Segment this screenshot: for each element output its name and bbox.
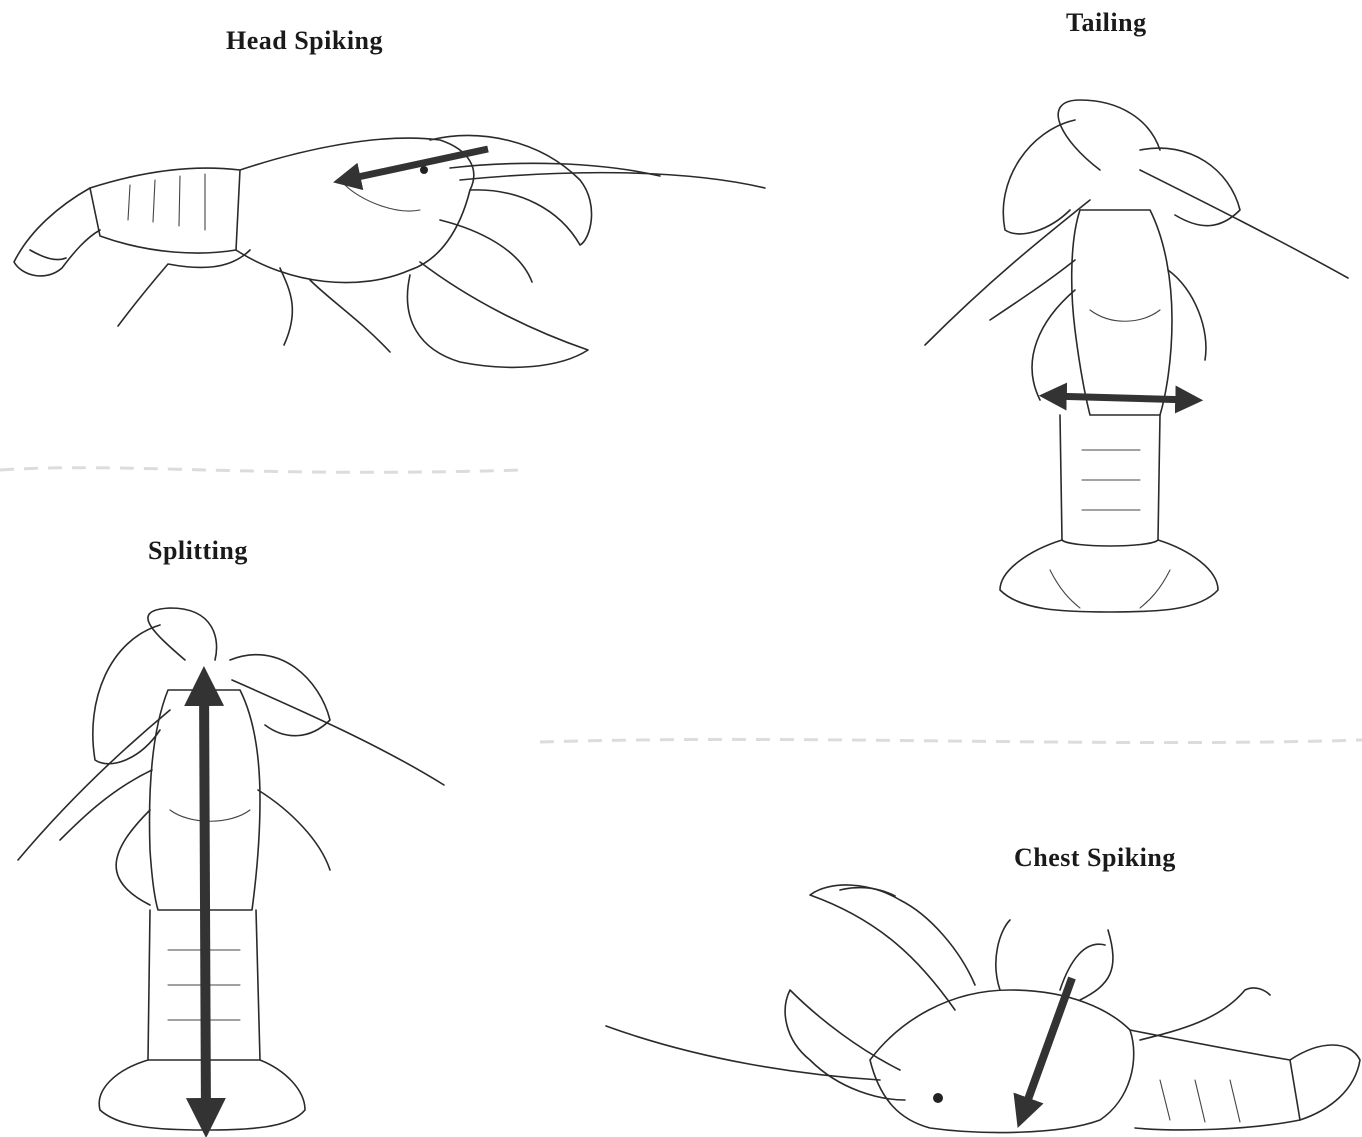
head-spiking-arrow (344, 149, 488, 180)
eye-icon (933, 1093, 943, 1103)
tailing-arrow (1050, 396, 1192, 400)
splitting-arrow (204, 682, 206, 1122)
chest-spiking-crayfish (606, 885, 1360, 1133)
scan-smudge (540, 739, 1362, 742)
eye-icon (420, 166, 428, 174)
chest-spiking-arrow (1022, 978, 1072, 1116)
tailing-crayfish (925, 100, 1348, 612)
splitting-crayfish (18, 608, 444, 1130)
scan-smudge (0, 468, 520, 473)
